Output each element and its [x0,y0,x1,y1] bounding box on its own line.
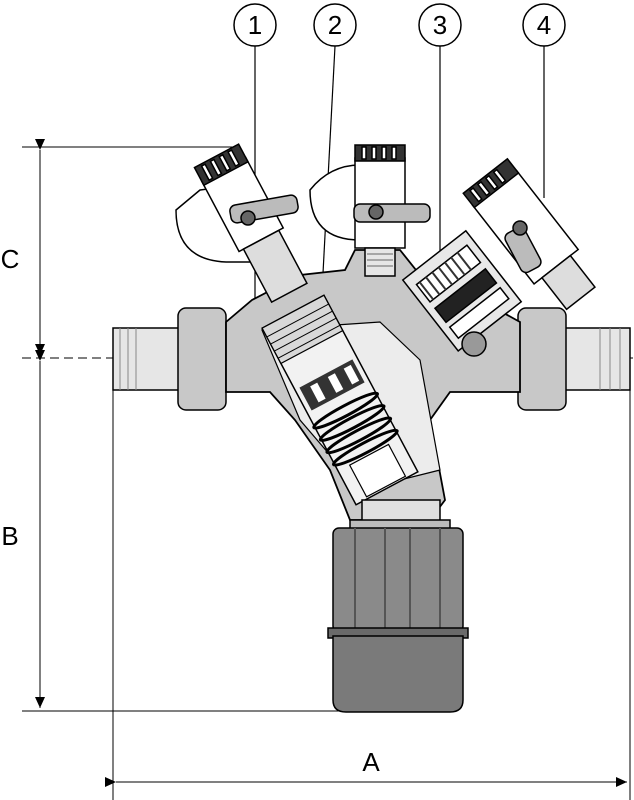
left-pipe-connection [112,307,227,411]
test-valve-1 [175,143,308,304]
callout-4-number: 4 [537,10,551,40]
callout-4: 4 [522,3,566,47]
callout-3-number: 3 [433,10,447,40]
dimension-label-b: B [1,521,18,551]
callout-2: 2 [313,3,357,47]
relief-valve-3 [401,229,523,357]
test-valve-4 [462,157,596,311]
check-valve-cartridge [261,294,419,506]
callout-2-number: 2 [328,10,342,40]
bottom-cap [327,499,469,713]
test-valve-2 [309,144,431,277]
right-pipe-connection [517,307,631,411]
dimension-label-a: A [362,747,380,777]
callout-3: 3 [418,3,462,47]
callout-1-number: 1 [248,10,262,40]
dimension-label-c: C [1,244,20,274]
callout-1: 1 [233,3,277,47]
